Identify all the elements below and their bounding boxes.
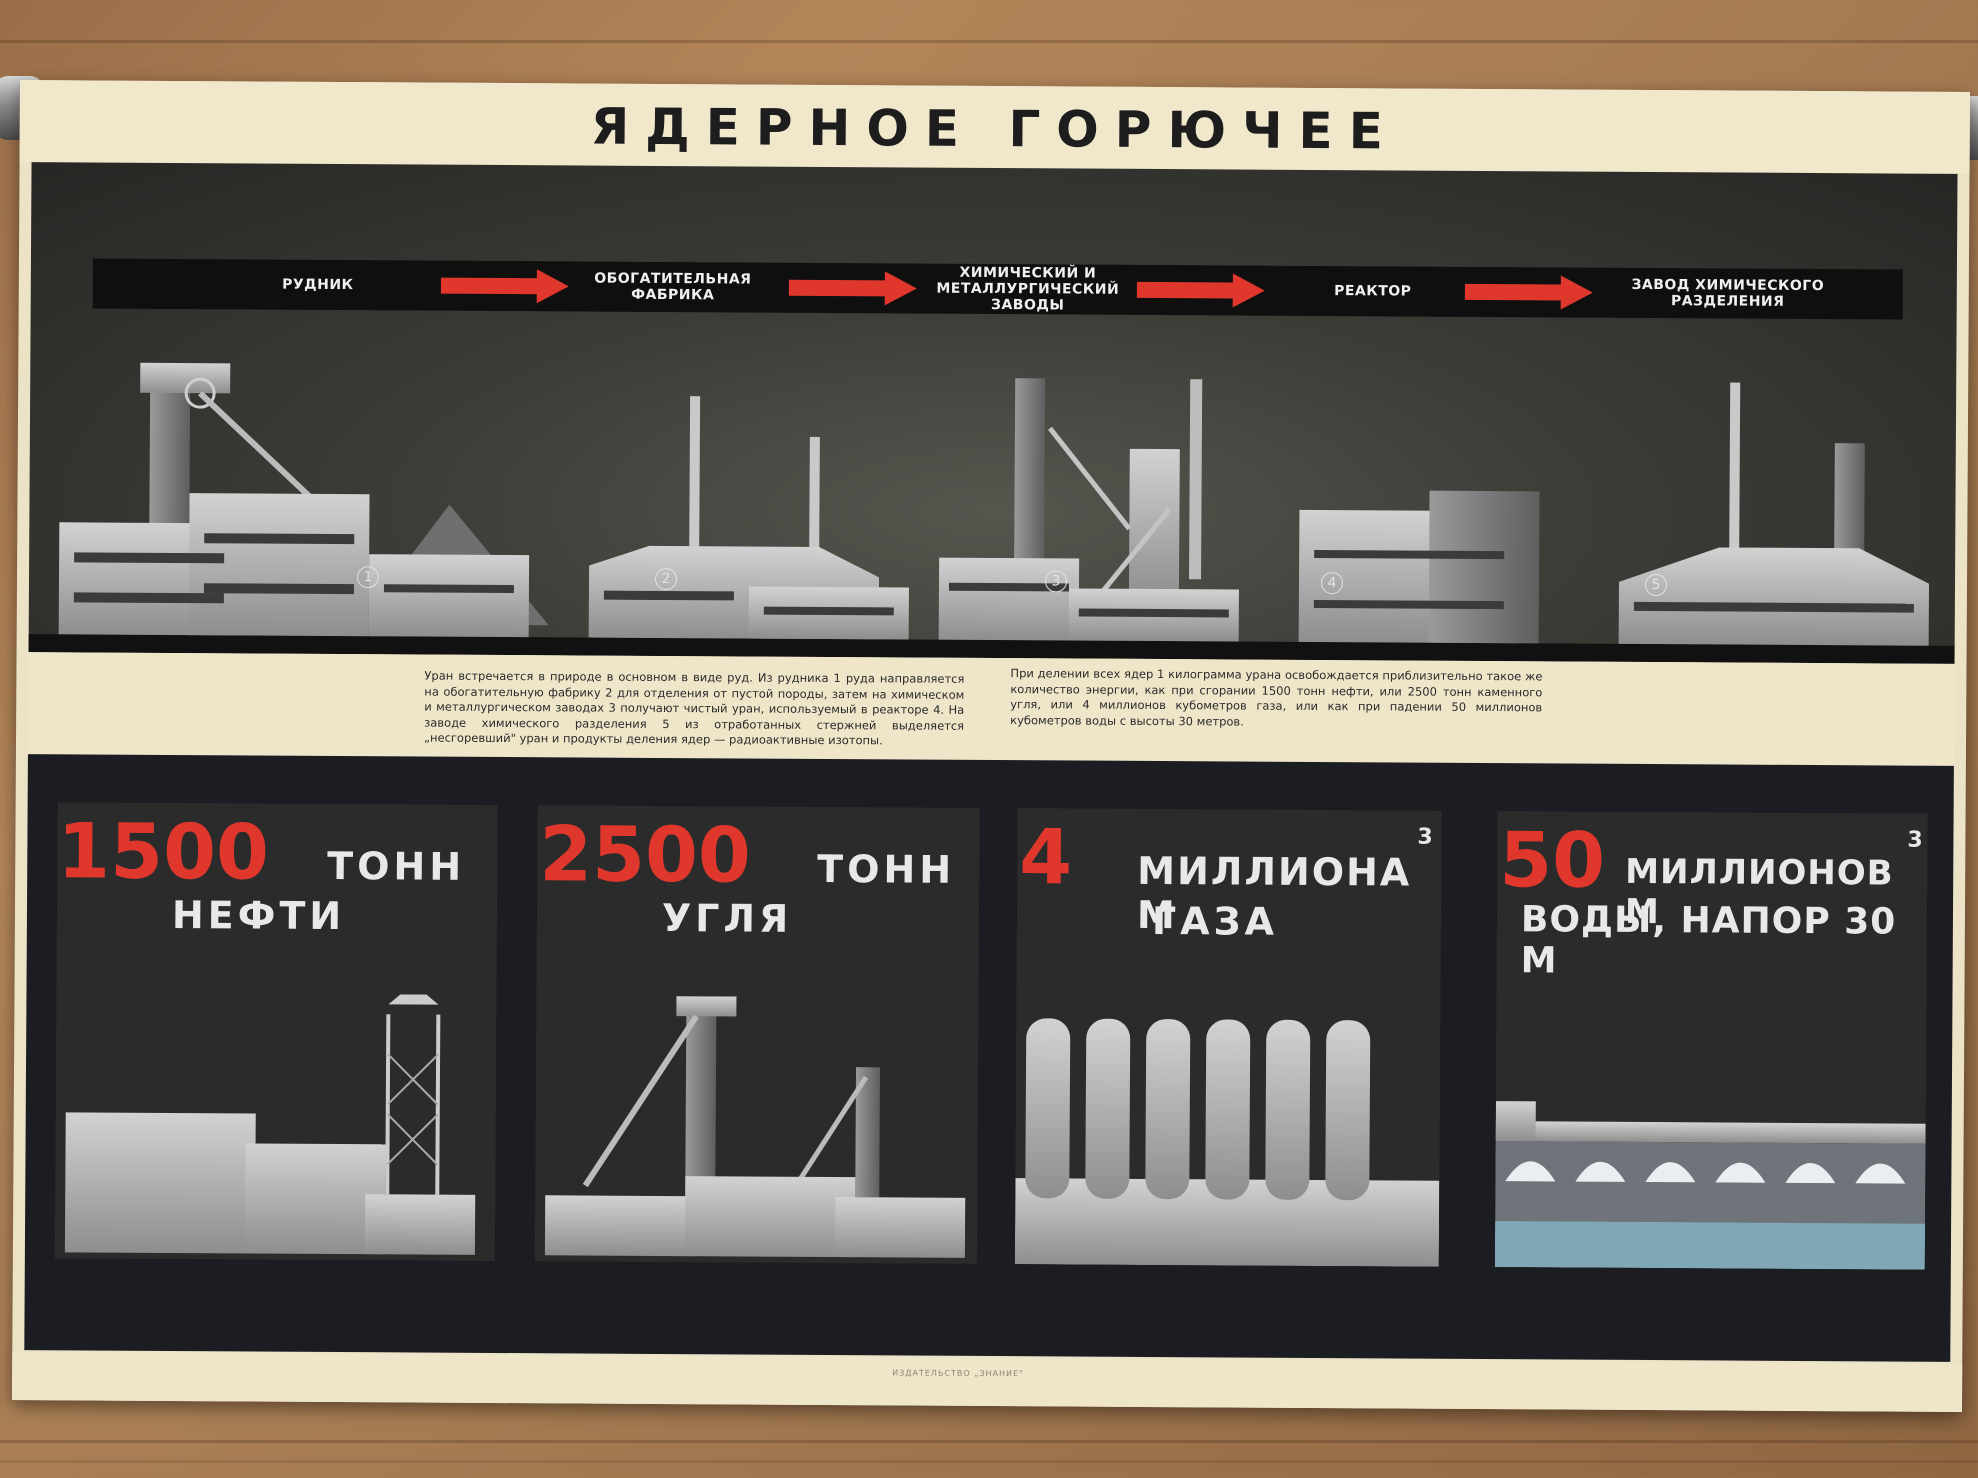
arrow-right-icon	[440, 269, 569, 304]
equivalent-card-coal: 2500 ТОНН УГЛЯ	[534, 805, 980, 1264]
water-unit-superscript: 3	[1907, 827, 1923, 853]
water-label: ВОДЫ, НАПОР 30 М	[1520, 899, 1897, 982]
step-chemical-metallurgical-label: ХИМИЧЕСКИЙ И МЕТАЛЛУРГИЧЕСКИЙ ЗАВОДЫ	[936, 264, 1120, 314]
step-mine-label: РУДНИК	[282, 276, 354, 294]
equivalents-panel: 1500 ТОНН НЕФТИ 2500 ТОНН УГЛЯ	[24, 754, 1954, 1362]
description-right: При делении всех ядер 1 килограмма урана…	[1010, 666, 1543, 729]
facility-number-5: 5	[1644, 573, 1668, 597]
equivalent-card-gas: 4 МИЛЛИОНА М 3 ГАЗА	[1014, 808, 1442, 1267]
arrow-right-icon	[1464, 275, 1593, 310]
coal-amount: 2500	[539, 809, 752, 900]
water-amount: 50	[1499, 815, 1606, 905]
oil-label: НЕФТИ	[171, 893, 346, 939]
oil-tanks-illustration	[64, 994, 476, 1255]
gas-unit-superscript: 3	[1417, 824, 1433, 850]
gas-tanks-illustration	[1014, 1018, 1440, 1267]
process-panel: РУДНИК ОБОГАТИТЕЛЬНАЯ ФАБРИКА ХИМИЧЕСКИЙ…	[28, 162, 1958, 664]
coal-unit: ТОНН	[817, 846, 956, 892]
reactor-illustration	[1298, 490, 1540, 644]
oil-amount: 1500	[57, 806, 270, 897]
facility-number-2: 2	[654, 567, 678, 591]
description-band: Уран встречается в природе в основном в …	[27, 652, 1955, 766]
description-left: Уран встречается в природе в основном в …	[423, 668, 965, 748]
title-band: ЯДЕРНОЕ ГОРЮЧЕЕ	[19, 80, 1971, 174]
facility-number-4: 4	[1320, 572, 1344, 595]
separation-plant-illustration	[1618, 382, 1930, 646]
gas-label: ГАЗА	[1151, 898, 1279, 944]
equivalent-card-water: 50 МИЛЛИОНОВ М 3 ВОДЫ, НАПОР 30 М	[1494, 811, 1928, 1270]
equivalent-card-oil: 1500 ТОНН НЕФТИ	[54, 802, 498, 1261]
process-bar: РУДНИК ОБОГАТИТЕЛЬНАЯ ФАБРИКА ХИМИЧЕСКИЙ…	[92, 258, 1903, 320]
poster: ЯДЕРНОЕ ГОРЮЧЕЕ РУДНИК ОБОГАТИТЕЛЬНАЯ ФА…	[11, 80, 1971, 1412]
gas-amount: 4	[1019, 812, 1073, 902]
step-enrichment-plant-label: ОБОГАТИТЕЛЬНАЯ ФАБРИКА	[594, 270, 752, 304]
arrow-right-icon	[1136, 273, 1265, 308]
facility-number-3: 3	[1044, 570, 1068, 593]
arrow-right-icon	[788, 271, 917, 306]
step-separation-plant-label: ЗАВОД ХИМИЧЕСКОГО РАЗДЕЛЕНИЯ	[1631, 276, 1825, 310]
footer: ИЗДАТЕЛЬСТВО „ЗНАНИЕ"	[11, 1352, 1963, 1412]
coal-label: УГЛЯ	[661, 895, 793, 941]
enrichment-plant-illustration	[588, 396, 909, 640]
dam-illustration	[1494, 1101, 1926, 1270]
mine-illustration	[58, 362, 549, 638]
poster-title: ЯДЕРНОЕ ГОРЮЧЕЕ	[590, 97, 1400, 161]
coal-mine-illustration	[544, 996, 966, 1258]
facility-illustrations	[28, 362, 1955, 664]
step-reactor-label: РЕАКТОР	[1334, 283, 1412, 300]
facility-number-1: 1	[356, 566, 380, 589]
chemical-plant-illustration	[938, 378, 1239, 642]
oil-unit: ТОНН	[327, 843, 466, 889]
publisher-imprint: ИЗДАТЕЛЬСТВО „ЗНАНИЕ"	[892, 1368, 1024, 1379]
